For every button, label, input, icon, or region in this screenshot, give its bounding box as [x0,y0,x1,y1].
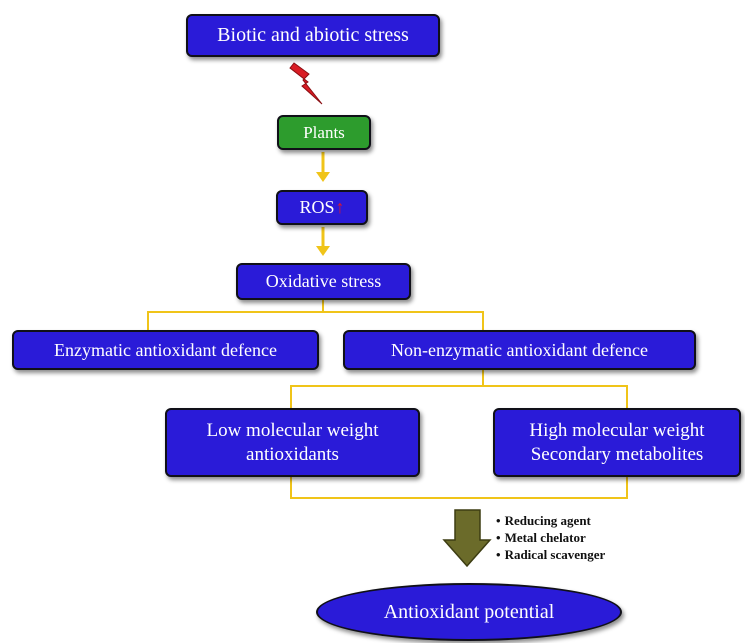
defence-branch-connector [147,300,484,330]
high-molecular-weight-line1: High molecular weight [529,419,705,441]
low-molecular-weight-line1: Low molecular weight [206,419,379,441]
arrow-down-icon [316,152,330,182]
antioxidant-potential-ellipse: Antioxidant potential [316,583,622,641]
low-molecular-weight-box: Low molecular weight antioxidants [165,408,420,477]
up-arrow-icon: ↑ [335,197,345,218]
enzymatic-defence-box: Enzymatic antioxidant defence [12,330,319,370]
arrow-down-icon [316,227,330,256]
biotic-abiotic-stress-label: Biotic and abiotic stress [217,24,409,46]
high-molecular-weight-box: High molecular weight Secondary metaboli… [493,408,741,477]
ros-box: ROS↑ [276,190,368,225]
lightning-bolt-icon [289,62,323,105]
low-molecular-weight-line2: antioxidants [246,443,339,465]
oxidative-stress-box: Oxidative stress [236,263,411,300]
molecular-weight-branch-connector [290,370,628,408]
ros-label: ROS [299,197,335,218]
antioxidant-potential-label: Antioxidant potential [383,600,555,623]
bullet-radical-scavenger: Radical scavenger [496,546,606,563]
mechanism-bullet-list: Reducing agent Metal chelator Radical sc… [496,512,606,563]
big-down-arrow-icon [442,509,492,568]
merge-bracket-connector [290,477,628,499]
non-enzymatic-defence-box: Non-enzymatic antioxidant defence [343,330,696,370]
bullet-metal-chelator: Metal chelator [496,529,605,546]
enzymatic-defence-label: Enzymatic antioxidant defence [54,339,277,360]
oxidative-stress-label: Oxidative stress [265,271,382,292]
plants-box: Plants [277,115,371,150]
biotic-abiotic-stress-box: Biotic and abiotic stress [186,14,440,57]
plants-label: Plants [303,122,345,142]
bullet-reducing-agent: Reducing agent [496,512,605,529]
non-enzymatic-defence-label: Non-enzymatic antioxidant defence [391,339,648,360]
high-molecular-weight-line2: Secondary metabolites [530,443,704,465]
